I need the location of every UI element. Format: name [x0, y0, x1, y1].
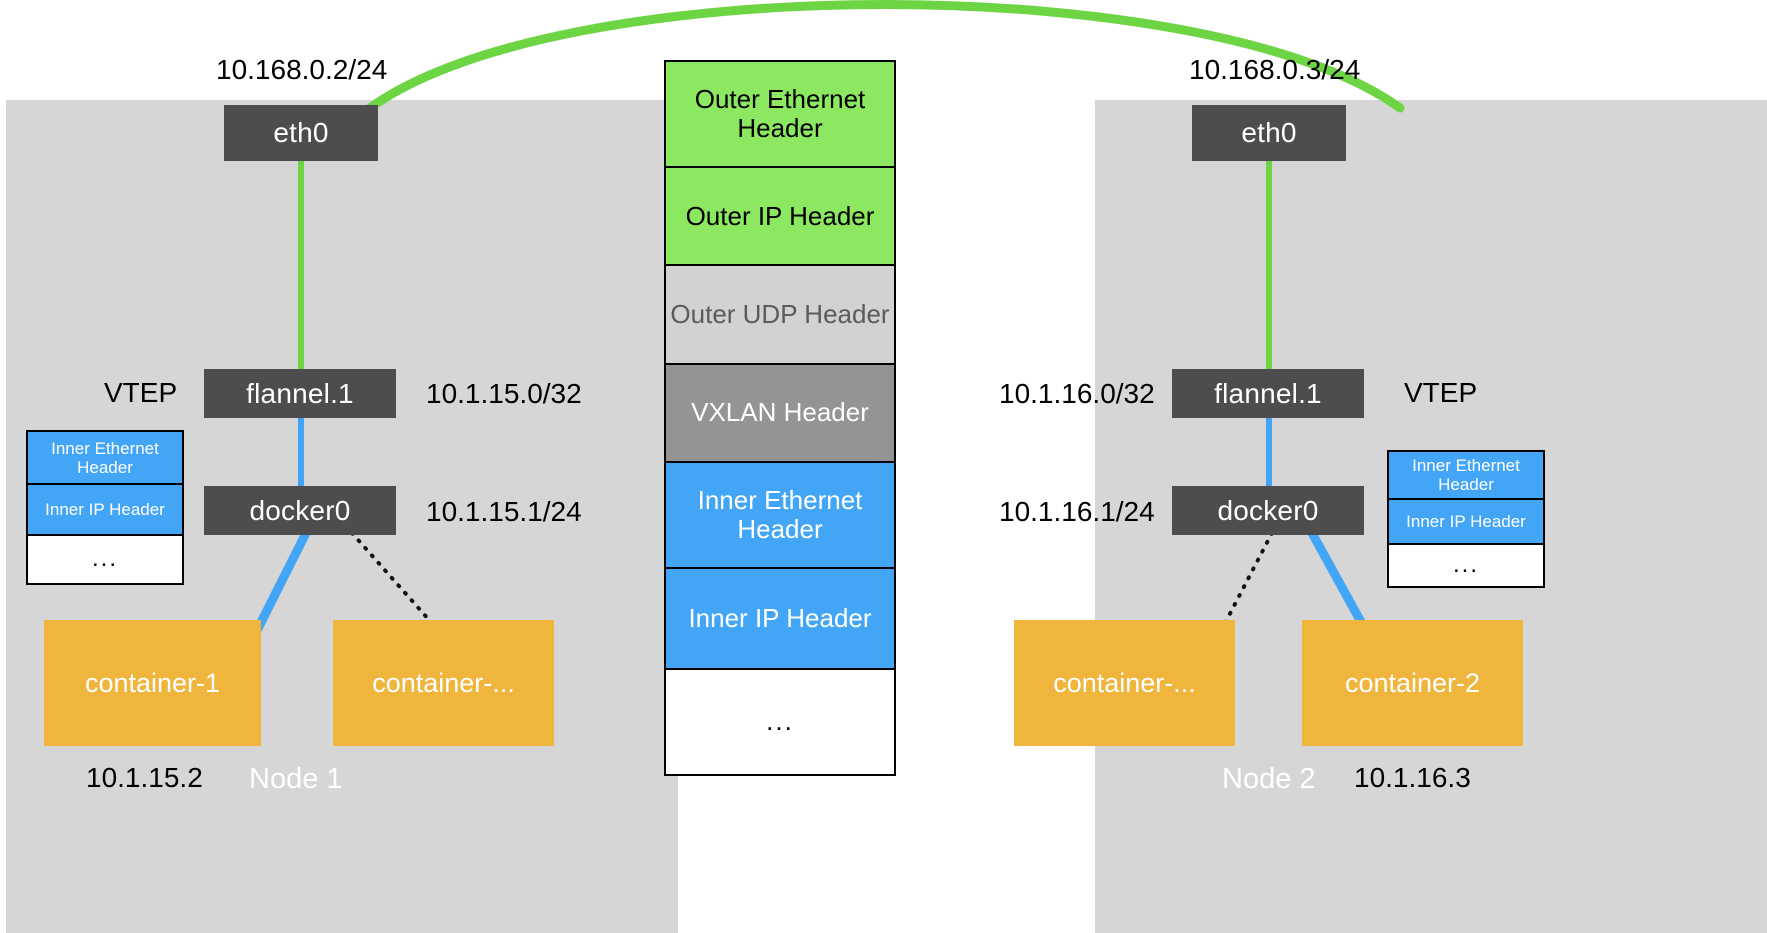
- device-docker0-left[interactable]: docker0: [204, 486, 396, 535]
- link-eth0-flannel-right: [1266, 158, 1272, 373]
- device-eth0-left[interactable]: eth0: [224, 105, 378, 161]
- packet-row: ...: [28, 536, 182, 583]
- packet-row: Inner IP Header: [1389, 499, 1543, 545]
- link-eth0-flannel-left: [298, 158, 304, 373]
- docker0-ip-label-right: 10.1.16.1/24: [999, 496, 1155, 527]
- packet-row: Inner IP Header: [666, 568, 894, 671]
- container-box-left-1[interactable]: container-1: [44, 620, 261, 746]
- link-flannel-docker0-left: [298, 416, 304, 490]
- container-ip-label-left: 10.1.15.2: [86, 762, 203, 793]
- packet-row: Inner Ethernet Header: [1389, 452, 1543, 500]
- packet-row: ...: [1389, 544, 1543, 586]
- device-docker0-right[interactable]: docker0: [1172, 486, 1364, 535]
- device-flannel-right[interactable]: flannel.1: [1172, 369, 1364, 418]
- packet-row: Inner Ethernet Header: [28, 432, 182, 486]
- packet-row: VXLAN Header: [666, 364, 894, 463]
- container-ip-label-right: 10.1.16.3: [1354, 762, 1471, 793]
- link-flannel-docker0-right: [1266, 416, 1272, 490]
- device-eth0-right[interactable]: eth0: [1192, 105, 1346, 161]
- node-caption-right: Node 2: [1222, 763, 1316, 795]
- packet-row: ...: [666, 670, 894, 774]
- vtep-label-right: VTEP: [1404, 377, 1478, 408]
- eth0-ip-label-right: 10.168.0.3/24: [1189, 54, 1361, 85]
- packet-row: Outer Ethernet Header: [666, 62, 894, 168]
- node-caption-left: Node 1: [249, 763, 343, 795]
- packet-row: Outer UDP Header: [666, 266, 894, 365]
- container-box-right-1[interactable]: container-...: [1014, 620, 1235, 746]
- device-flannel-left[interactable]: flannel.1: [204, 369, 396, 418]
- container-box-right-2[interactable]: container-2: [1302, 620, 1523, 746]
- vtep-label-left: VTEP: [104, 377, 178, 408]
- flannel-ip-label-left: 10.1.15.0/32: [426, 378, 582, 409]
- container-box-left-2[interactable]: container-...: [333, 620, 554, 746]
- docker0-ip-label-left: 10.1.15.1/24: [426, 496, 582, 527]
- eth0-ip-label-left: 10.168.0.2/24: [216, 54, 388, 85]
- packet-row: Outer IP Header: [666, 167, 894, 267]
- packet-row: Inner IP Header: [28, 485, 182, 537]
- flannel-ip-label-right: 10.1.16.0/32: [999, 378, 1155, 409]
- packet-row: Inner Ethernet Header: [666, 462, 894, 569]
